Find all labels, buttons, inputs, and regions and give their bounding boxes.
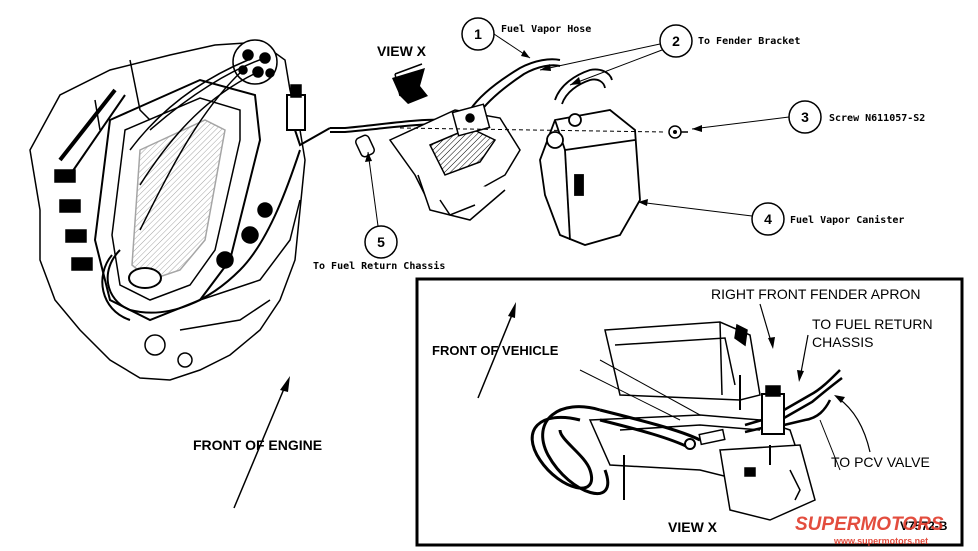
fender-bracket: [388, 103, 521, 221]
callout-2-label: To Fender Bracket: [698, 36, 800, 47]
inset-drawing: [530, 321, 843, 521]
to-fuel-return-label: TO FUEL RETURN: [812, 316, 933, 332]
callout-2-number: 2: [672, 33, 680, 49]
callout-1: 1 Fuel Vapor Hose: [461, 17, 591, 59]
figure-code: V7572-B: [900, 519, 948, 533]
callout-4-number: 4: [764, 211, 772, 227]
callout-5-number: 5: [377, 234, 385, 250]
fuel-vapor-canister-shape: [539, 68, 641, 246]
front-of-engine-indicator: FRONT OF ENGINE: [193, 376, 322, 509]
supermotors-watermark: SUPERMOTORS www.supermotors.net: [795, 514, 944, 546]
callout-2: 2 To Fender Bracket: [539, 24, 800, 86]
chassis-label: CHASSIS: [812, 334, 873, 350]
watermark-brand: SUPERMOTORS: [795, 514, 944, 535]
callout-1-label: Fuel Vapor Hose: [501, 24, 591, 35]
callout-5: 5 To Fuel Return Chassis: [313, 151, 445, 272]
view-x-arrow: [392, 63, 428, 104]
callout-3-number: 3: [801, 109, 809, 125]
front-of-vehicle-indicator: [477, 302, 516, 399]
to-pcv-valve-label: TO PCV VALVE: [831, 454, 930, 470]
callout-3-label: Screw N611057-S2: [829, 113, 925, 124]
callout-1-number: 1: [474, 26, 482, 42]
screw-shape: [668, 125, 688, 139]
right-front-fender-apron-label: RIGHT FRONT FENDER APRON: [711, 286, 921, 302]
front-of-vehicle-label: FRONT OF VEHICLE: [432, 343, 559, 358]
callout-3: 3 Screw N611057-S2: [691, 100, 925, 134]
callout-4-label: Fuel Vapor Canister: [790, 214, 904, 226]
inset-view-x: FRONT OF VEHICLE RIGHT FRONT FENDER APRO…: [415, 277, 964, 547]
callout-5-label: To Fuel Return Chassis: [313, 260, 445, 272]
fuel-return-fitting: [354, 134, 376, 158]
watermark-url: www.supermotors.net: [833, 536, 928, 546]
front-of-engine-label: FRONT OF ENGINE: [193, 437, 322, 453]
engine-illustration: [29, 39, 331, 381]
view-x-inset-label: VIEW X: [668, 519, 718, 535]
view-x-top-label: VIEW X: [377, 43, 427, 59]
callout-4: 4 Fuel Vapor Canister: [637, 199, 904, 236]
